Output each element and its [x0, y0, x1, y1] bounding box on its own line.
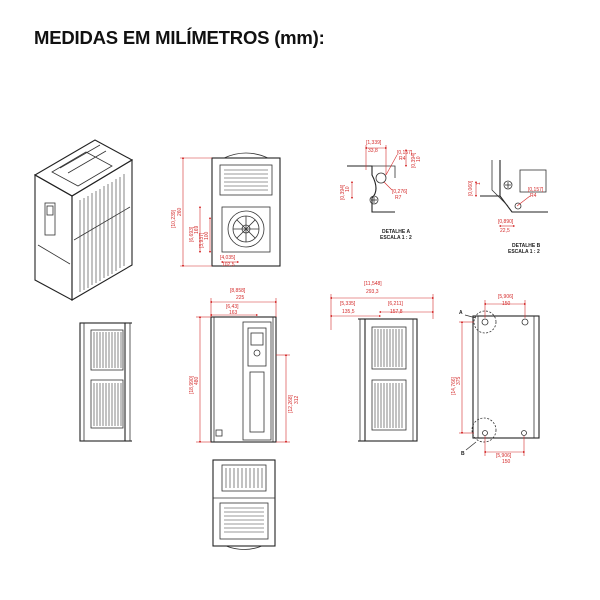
detail-b-label: DETALHE B — [512, 243, 541, 249]
detail-a-radius1-mm: R4 — [399, 156, 406, 162]
fan-width-in: [4,035] — [220, 255, 236, 261]
side-right-in: [6,211] — [388, 301, 404, 307]
callout-a: A — [459, 310, 463, 316]
detail-b-scale: ESCALA 1 : 2 — [508, 249, 540, 255]
fan-offset-in: [3,937] — [199, 232, 205, 248]
detail-a-radius2-mm: R7 — [395, 195, 402, 201]
detail-b-radius-in: [0,157] — [528, 187, 544, 193]
fan-icon — [221, 206, 271, 253]
detail-b-radius-mm: R4 — [530, 193, 537, 199]
back-bottom-in: [5,906] — [496, 453, 512, 459]
side-right-mm: 157,8 — [390, 309, 403, 315]
back-top-mm: 150 — [502, 301, 511, 307]
detail-a-left-mm: 10 — [345, 186, 351, 192]
side-vent-grille — [93, 332, 122, 426]
detail-a-top-in: [1,339] — [366, 140, 382, 146]
detail-a-left-in: [0,394] — [340, 184, 346, 200]
back-bottom-mm: 150 — [502, 459, 511, 465]
bottom-view — [212, 459, 276, 550]
detail-a-radius2-in: [0,276] — [392, 189, 408, 195]
front-offset-mm: 163 — [229, 310, 238, 316]
detail-b-width-mm: 22,5 — [500, 228, 510, 234]
callout-b: B — [461, 451, 465, 457]
side-depth-mm: 293,3 — [366, 289, 379, 295]
isometric-view — [33, 139, 134, 301]
detail-a-radius1-in: [0,157] — [397, 150, 413, 156]
front-inner-height-in: [12,268] — [288, 394, 294, 413]
detail-b-height-in: [0,060] — [468, 180, 474, 196]
side-left-mm: 135,5 — [342, 309, 355, 315]
top-height-mm: 260 — [177, 207, 183, 216]
detail-b-height-mm: 1 — [476, 182, 482, 185]
front-width-in: [8,858] — [230, 288, 246, 294]
right-side-view — [329, 294, 435, 442]
side-depth-in: [11,548] — [364, 281, 382, 287]
front-height-in: [18,990] — [189, 375, 195, 394]
fan-width-mm: 102,5 — [222, 262, 235, 268]
side-left-in: [5,335] — [340, 301, 356, 307]
detail-a — [347, 145, 408, 213]
detail-a-top-mm: 33,8 — [368, 148, 378, 154]
top-height-in: [10,239] — [171, 209, 177, 228]
front-width-mm: 225 — [236, 295, 245, 301]
detail-a-scale: ESCALA 1 : 2 — [380, 235, 412, 241]
detail-a-right-mm: 10 — [416, 156, 422, 162]
top-view — [180, 152, 281, 268]
front-view — [196, 298, 290, 444]
back-height-mm: 375 — [456, 376, 462, 385]
side-vent-grille — [374, 329, 403, 428]
detail-a-right-in: [0,394] — [411, 152, 417, 168]
fan-offset-mm: 100 — [204, 231, 210, 240]
back-view — [459, 300, 540, 456]
detail-b-width-in: [0,890] — [498, 219, 514, 225]
back-top-in: [5,906] — [498, 294, 514, 300]
front-offset-in: [6,43] — [226, 304, 239, 310]
front-height-mm: 480 — [194, 376, 200, 385]
detail-b — [474, 160, 548, 228]
back-height-in: [14,766] — [451, 376, 457, 395]
left-side-view — [79, 322, 132, 442]
fan-height-in: [6,693] — [189, 226, 195, 242]
front-inner-height-mm: 312 — [294, 395, 300, 404]
keypad-icon — [247, 327, 267, 367]
detail-a-label: DETALHE A — [382, 229, 410, 235]
fan-height-mm: 169 — [194, 225, 200, 234]
page-title: MEDIDAS EM MILÍMETROS (mm): — [34, 27, 325, 48]
keypad-icon — [44, 202, 56, 236]
